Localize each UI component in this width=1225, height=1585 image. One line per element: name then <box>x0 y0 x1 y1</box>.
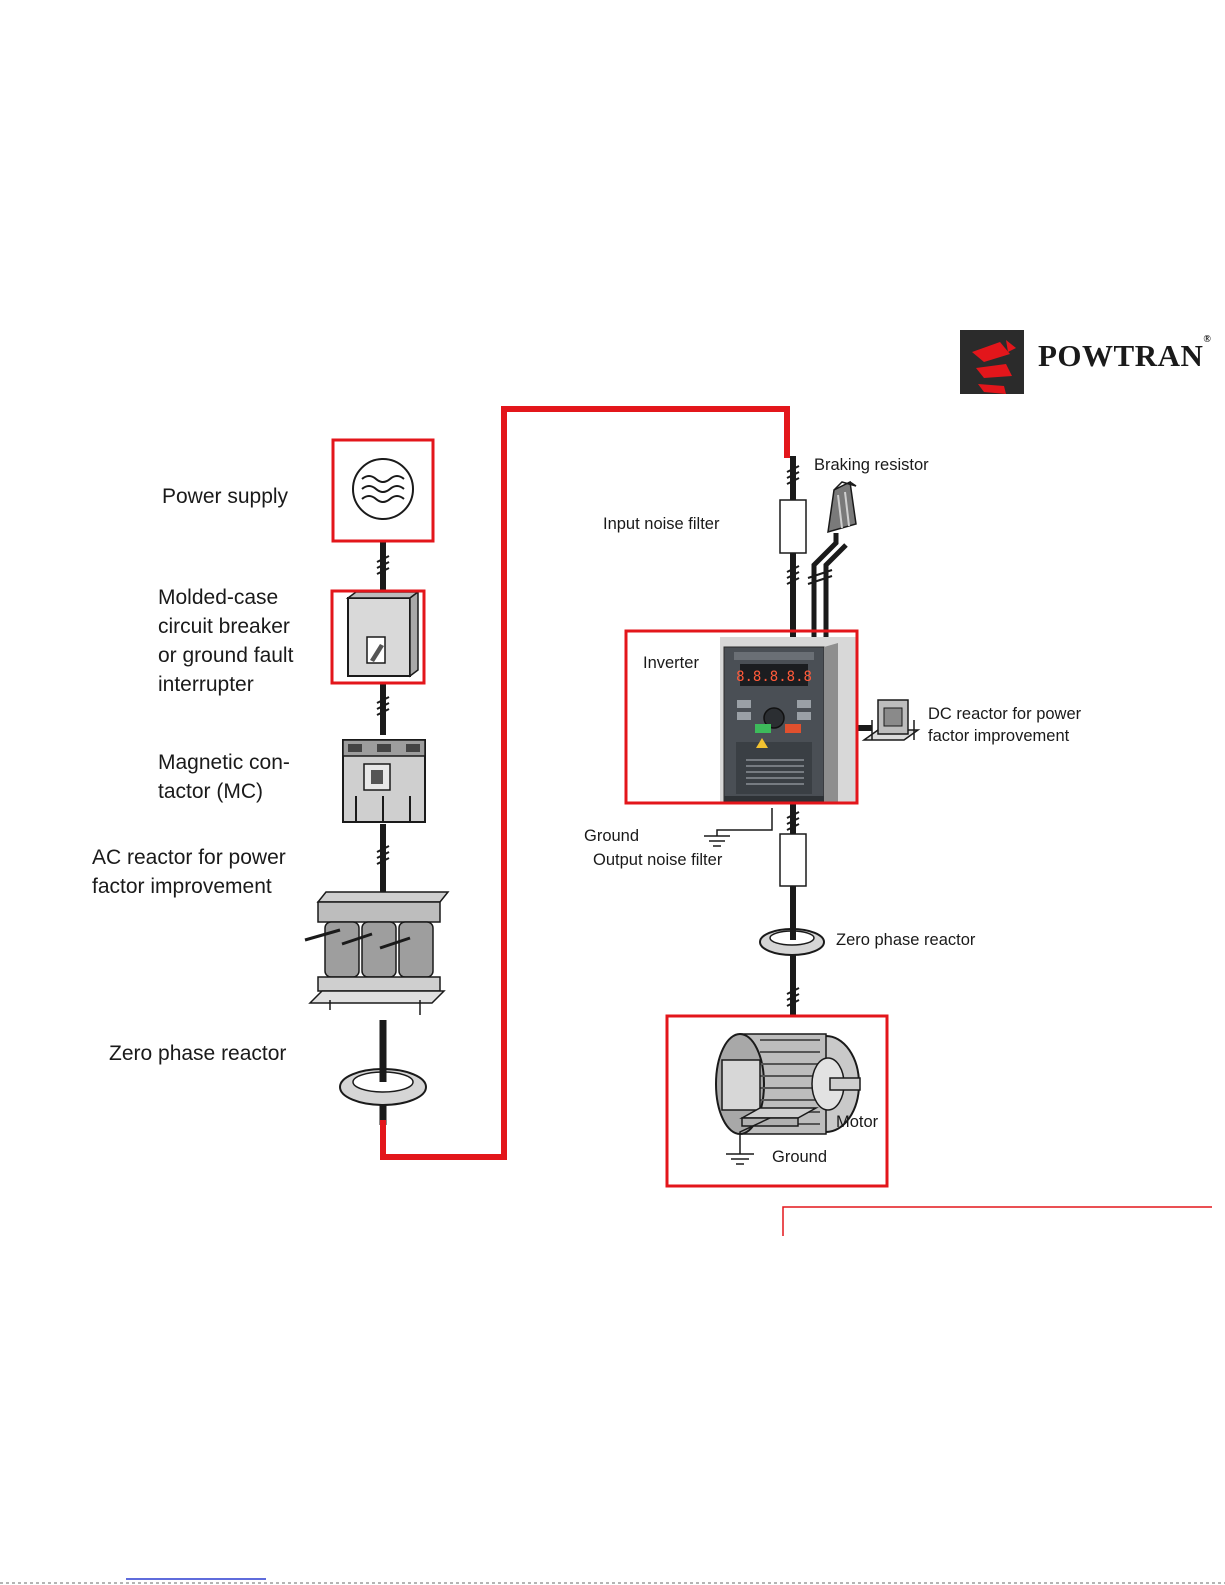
label-magnetic-contactor: Magnetic con- tactor (MC) <box>158 751 290 804</box>
power-supply-highlight <box>331 438 435 543</box>
label-ground-inverter: Ground <box>584 827 640 845</box>
inverter-display: 8.8.8.8.8 <box>736 669 812 685</box>
inverter-highlight <box>624 629 859 805</box>
label-inverter: Inverter <box>643 654 699 672</box>
connection-line <box>380 406 790 1160</box>
motor-icon <box>715 1033 861 1135</box>
brand-name: POWTRAN <box>1038 338 1204 373</box>
label-ground-motor: Ground <box>772 1148 828 1166</box>
registered-mark: ® <box>1203 334 1212 345</box>
ground-icon <box>704 808 773 847</box>
left-wire-hatch <box>376 555 390 865</box>
circuit-breaker-icon <box>345 590 421 678</box>
noise-filter-icon <box>779 833 807 887</box>
label-zero-phase-reactor-left: Zero phase reactor <box>109 1042 287 1065</box>
label-power-supply: Power supply <box>162 485 289 508</box>
label-motor: Motor <box>836 1113 879 1131</box>
label-input-noise-filter: Input noise filter <box>603 515 720 533</box>
right-wire <box>790 456 872 1015</box>
power-supply-icon <box>352 458 414 520</box>
label-zero-phase-reactor-right: Zero phase reactor <box>836 931 976 949</box>
powtran-logo-text: POWTRAN® <box>1038 334 1211 374</box>
zero-phase-reactor-icon <box>759 928 825 956</box>
ac-reactor-icon <box>304 891 450 1015</box>
ground-icon <box>726 1117 771 1165</box>
label-circuit-breaker: Molded-case circuit breaker or ground fa… <box>158 586 294 696</box>
noise-filter-icon <box>779 499 807 554</box>
motor-highlight <box>665 1014 889 1188</box>
zero-phase-reactor-icon <box>339 1068 427 1106</box>
label-dc-reactor: DC reactor for power factor improvement <box>928 705 1082 746</box>
dc-reactor-icon <box>861 699 921 741</box>
braking-resistor-icon <box>827 480 857 534</box>
right-wire-hatch <box>786 465 833 1007</box>
inverter-icon: 8.8.8.8.8 <box>720 637 856 805</box>
label-braking-resistor: Braking resistor <box>814 456 929 474</box>
label-ac-reactor: AC reactor for power factor improvement <box>92 846 286 899</box>
label-output-noise-filter: Output noise filter <box>593 851 723 869</box>
circuit-breaker-highlight <box>330 589 426 685</box>
footer-rule <box>782 1206 1212 1236</box>
powtran-logo-mark <box>960 330 1024 394</box>
magnetic-contactor-icon <box>342 739 426 823</box>
